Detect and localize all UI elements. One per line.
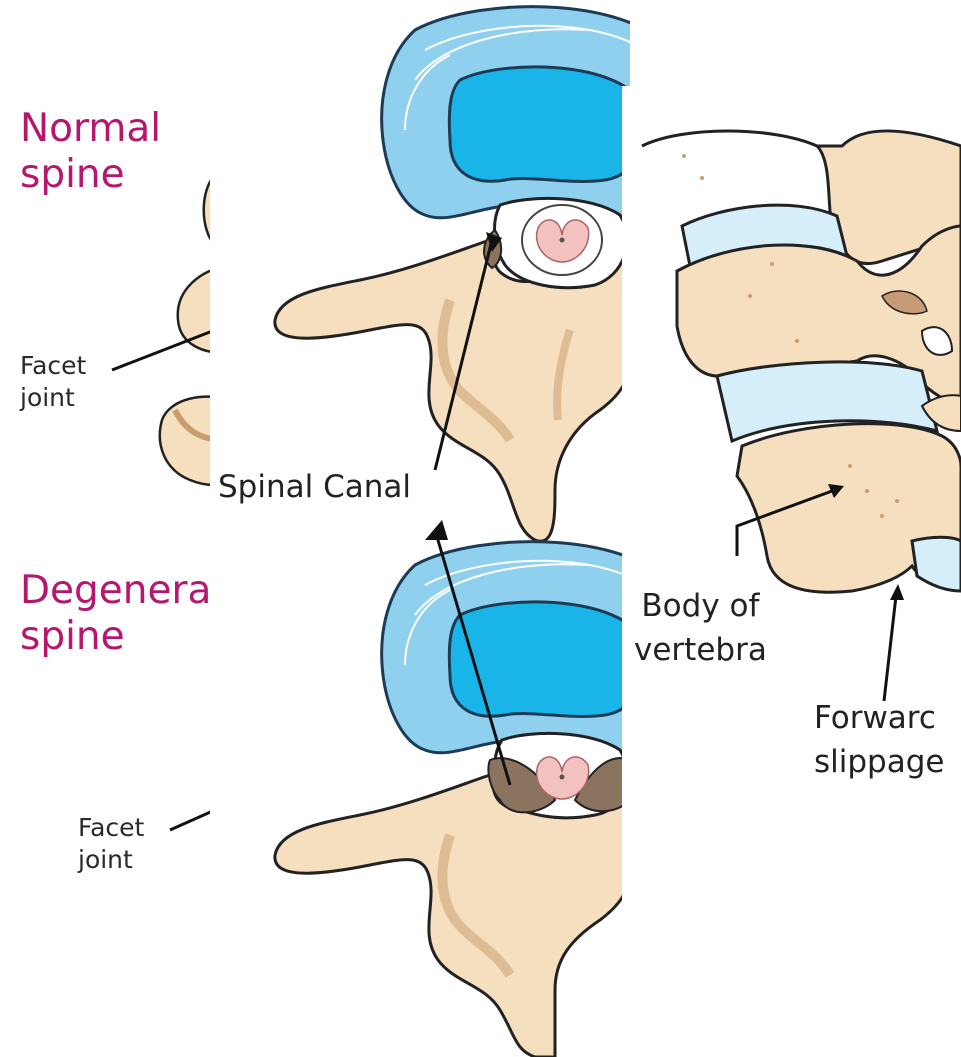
body-of-vertebra-label: Body of vertebra <box>634 584 767 672</box>
normal-vertebra <box>275 7 630 542</box>
spinal-canal-arrowhead-down <box>425 520 448 540</box>
facet-joint-label-bottom: Facet joint <box>78 812 144 876</box>
forward-slippage-label: Forwarc slippage <box>814 696 944 784</box>
top-facet-pointer-line <box>112 330 215 370</box>
normal-disc-nucleus <box>449 67 630 182</box>
degenerative-spine-title: Degenera spine <box>20 568 211 660</box>
center-panel: Spinal Canal <box>210 0 630 1057</box>
facet-joint-label-top: Facet joint <box>20 350 86 414</box>
bottom-disc <box>912 537 961 591</box>
spinal-canal-label: Spinal Canal <box>218 465 415 509</box>
right-panel: Body of vertebra Forwarc slippage <box>622 86 961 1057</box>
degenerative-vertebra <box>275 542 630 1057</box>
bottom-facet-pointer-line <box>170 810 215 830</box>
vertebra-cross-section-illustration <box>210 0 630 1057</box>
forward-slippage-pointer <box>884 596 896 701</box>
degenerative-disc-nucleus <box>449 602 630 717</box>
lateral-spine-illustration <box>622 86 961 1057</box>
left-panel: Normal spine Degenera spine Facet joint … <box>0 0 230 1057</box>
normal-spine-title: Normal spine <box>20 106 161 198</box>
